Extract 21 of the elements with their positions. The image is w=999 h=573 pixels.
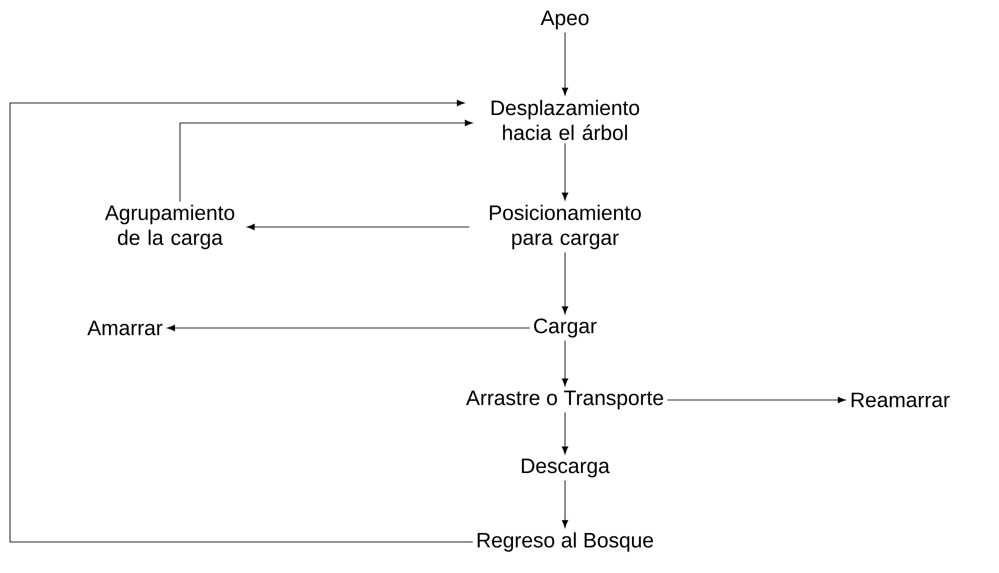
step-label: Regreso al Bosque bbox=[478, 532, 653, 552]
arrow bbox=[562, 32, 568, 96]
arrow bbox=[246, 224, 470, 230]
step-label: Agrupamiento de la carga bbox=[104, 204, 234, 250]
arrow bbox=[562, 480, 568, 528]
arrow bbox=[10, 100, 474, 542]
arrow bbox=[562, 340, 568, 386]
step-label: Reamarrar bbox=[852, 392, 950, 408]
arrow bbox=[180, 120, 473, 202]
step-label: Desplazamiento hacia el árbol bbox=[492, 100, 640, 140]
step-label: Apeo bbox=[540, 10, 589, 30]
arrow bbox=[562, 142, 568, 200]
arrow bbox=[666, 396, 846, 404]
arrow bbox=[562, 412, 568, 454]
arrow bbox=[167, 324, 530, 332]
arrow bbox=[562, 252, 568, 314]
step-label: Amarrar bbox=[87, 320, 162, 336]
step-label: Cargar bbox=[534, 318, 597, 338]
step-label: Descarga bbox=[522, 458, 610, 478]
step-label: Posicionamiento para cargar bbox=[490, 204, 641, 250]
step-label: Arrastre o Transporte bbox=[466, 390, 664, 410]
